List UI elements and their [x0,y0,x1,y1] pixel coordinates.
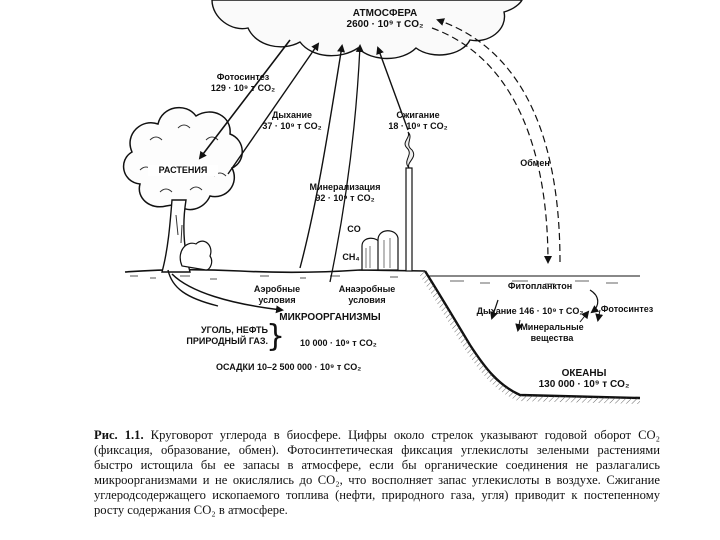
minerals-line1: Минеральные [520,322,584,332]
respiration-value: 37 · 10⁹ т CO₂ [262,121,322,131]
co-label: CO [347,224,361,234]
aerobic-label: Аэробные условия [244,284,310,306]
mineralization-label: Минерализация 92 · 10⁹ т CO₂ [302,182,388,204]
combustion-value: 18 · 10⁹ т CO₂ [388,121,448,131]
atmosphere-cloud [211,0,523,60]
soil-texture [130,275,398,280]
photosynthesis-label: Фотосинтез 129 · 10⁹ т CO₂ [198,72,288,94]
anaerobic-label: Анаэробные условия [330,284,404,306]
combustion-title: Сжигание [396,110,440,120]
ocean-bed-hatch [419,271,640,404]
sediments-label: ОСАДКИ 10–2 500 000 · 10⁹ т CO₂ [216,362,362,372]
atmosphere-title: АТМОСФЕРА [352,8,418,19]
brace-icon: } [266,319,286,354]
atmosphere-value: 2600 · 10⁹ т CO₂ [346,19,424,30]
minerals-label: Минеральные вещества [516,322,588,344]
coal-line2: ПРИРОДНЫЙ ГАЗ. [186,336,268,346]
exchange-title: Обмен [520,158,550,168]
respiration-label: Дыхание 37 · 10⁹ т CO₂ [252,110,332,132]
aerobic-line1: Аэробные [253,284,301,294]
atmosphere-label: АТМОСФЕРА 2600 · 10⁹ т CO₂ [330,8,440,30]
coal-label: УГОЛЬ, НЕФТЬ ПРИРОДНЫЙ ГАЗ. [160,325,268,347]
anaerobic-line1: Анаэробные [338,284,396,294]
phytoplankton-label: Фитопланктон [507,281,573,291]
figure-caption: Рис. 1.1. Круговорот углерода в биосфере… [94,428,660,519]
caption-label: Рис. 1.1. [94,428,144,442]
combustion-label: Сжигание 18 · 10⁹ т CO₂ [378,110,458,132]
plants-label: РАСТЕНИЯ [148,165,218,176]
mineralization-title: Минерализация [309,182,381,192]
photosynthesis-title: Фотосинтез [216,72,270,82]
mineralization-value: 92 · 10⁹ т CO₂ [315,193,375,203]
oceans-value: 130 000 · 10⁹ т CO₂ [538,379,630,390]
photosynthesis-value: 129 · 10⁹ т CO₂ [210,83,276,93]
microorganisms-label: МИКРООРГАНИЗМЫ [279,312,381,323]
exchange-label: Обмен [510,158,560,169]
minerals-line2: вещества [530,333,574,343]
oceans-title: ОКЕАНЫ [561,368,607,379]
tree-illustration [122,106,243,307]
fossil-value: 10 000 · 10⁹ т CO₂ [300,338,377,348]
carbon-cycle-diagram: АТМОСФЕРА 2600 · 10⁹ т CO₂ Фотосинтез 12… [122,0,654,404]
plants-title: РАСТЕНИЯ [158,165,208,175]
ocean-waves [450,280,618,285]
aerobic-line2: условия [258,295,296,305]
coal-line1: УГОЛЬ, НЕФТЬ [201,325,268,335]
anaerobic-line2: условия [348,295,386,305]
oceans-label: ОКЕАНЫ 130 000 · 10⁹ т CO₂ [530,368,638,390]
diagram-drawing [122,0,641,404]
respiration-title: Дыхание [271,110,313,120]
caption-text: Круговорот углерода в биосфере. Цифры ок… [94,428,660,518]
ocean-photosynthesis-label: Фотосинтез [600,304,654,314]
ocean-respiration-label: Дыхание 146 · 10⁹ т CO₂ [476,306,584,316]
factory-illustration [361,131,415,272]
ch4-label: CH₄ [342,252,360,262]
